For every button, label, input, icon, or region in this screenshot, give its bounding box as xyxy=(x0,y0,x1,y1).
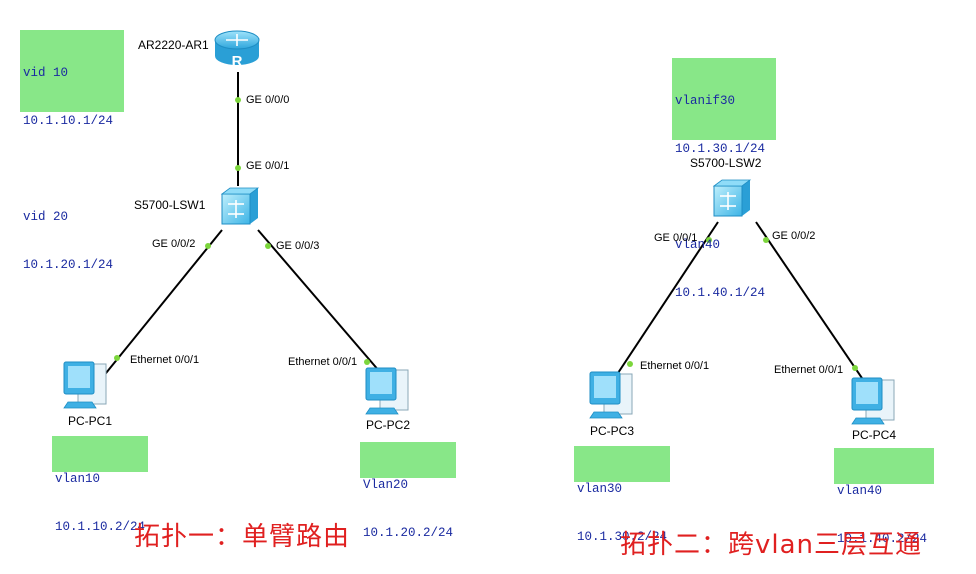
link-lsw1-pc1 xyxy=(101,229,223,379)
pc-icon[interactable] xyxy=(62,358,112,410)
switch-icon[interactable] xyxy=(712,178,752,218)
port-dot xyxy=(235,165,241,171)
topology-caption: 拓扑二：跨vlan三层互通 xyxy=(620,530,923,560)
port-dot xyxy=(852,365,858,371)
pc-icon[interactable] xyxy=(364,364,414,416)
pc-label: PC-PC1 xyxy=(68,414,113,428)
port-dot xyxy=(114,355,120,361)
port-dot xyxy=(265,243,271,249)
port-dot xyxy=(205,243,211,249)
port-label: GE 0/0/1 xyxy=(654,232,698,244)
topology-caption: 拓扑一：单臂路由 xyxy=(134,522,351,552)
link-lsw1-pc2 xyxy=(257,229,381,373)
switch-label: S5700-LSW1 xyxy=(134,198,206,212)
port-label: GE 0/0/3 xyxy=(276,240,320,252)
port-label: GE 0/0/2 xyxy=(772,230,816,242)
pc-note: Vlan20 10.1.20.2/24 xyxy=(360,442,456,540)
router-icon[interactable]: R xyxy=(212,26,262,72)
switch-label: S5700-LSW2 xyxy=(690,156,762,170)
port-label: Ethernet 0/0/1 xyxy=(640,360,710,372)
pc-note: vlan30 10.1.30.2/24 xyxy=(574,446,670,544)
pc-note: vlan10 10.1.10.2/24 xyxy=(52,436,148,534)
pc-icon[interactable] xyxy=(588,368,638,420)
port-dot xyxy=(706,237,712,243)
pc-label: PC-PC2 xyxy=(366,418,411,432)
link-lsw2-pc4 xyxy=(755,221,867,385)
pc-label: PC-PC4 xyxy=(852,428,897,442)
port-label: Ethernet 0/0/1 xyxy=(130,354,200,366)
link-lsw2-pc3 xyxy=(611,221,719,383)
switch-icon[interactable] xyxy=(220,186,260,226)
port-label: GE 0/0/2 xyxy=(152,238,196,250)
svg-text:R: R xyxy=(232,53,243,70)
port-label: Ethernet 0/0/1 xyxy=(774,364,844,376)
router-note: vid 10 10.1.10.1/24 vid 20 10.1.20.1/24 xyxy=(20,30,124,272)
pc-label: PC-PC3 xyxy=(590,424,635,438)
port-dot xyxy=(763,237,769,243)
port-label: Ethernet 0/0/1 xyxy=(288,356,358,368)
switch-note: vlanif30 10.1.30.1/24 vlan40 10.1.40.1/2… xyxy=(672,58,776,300)
port-dot xyxy=(364,359,370,365)
port-label: GE 0/0/0 xyxy=(246,94,290,106)
port-dot xyxy=(627,361,633,367)
port-dot xyxy=(235,97,241,103)
pc-note: vlan40 10.1.40.2/24 xyxy=(834,448,934,546)
port-label: GE 0/0/1 xyxy=(246,160,290,172)
pc-icon[interactable] xyxy=(850,374,900,426)
router-label: AR2220-AR1 xyxy=(138,38,209,52)
